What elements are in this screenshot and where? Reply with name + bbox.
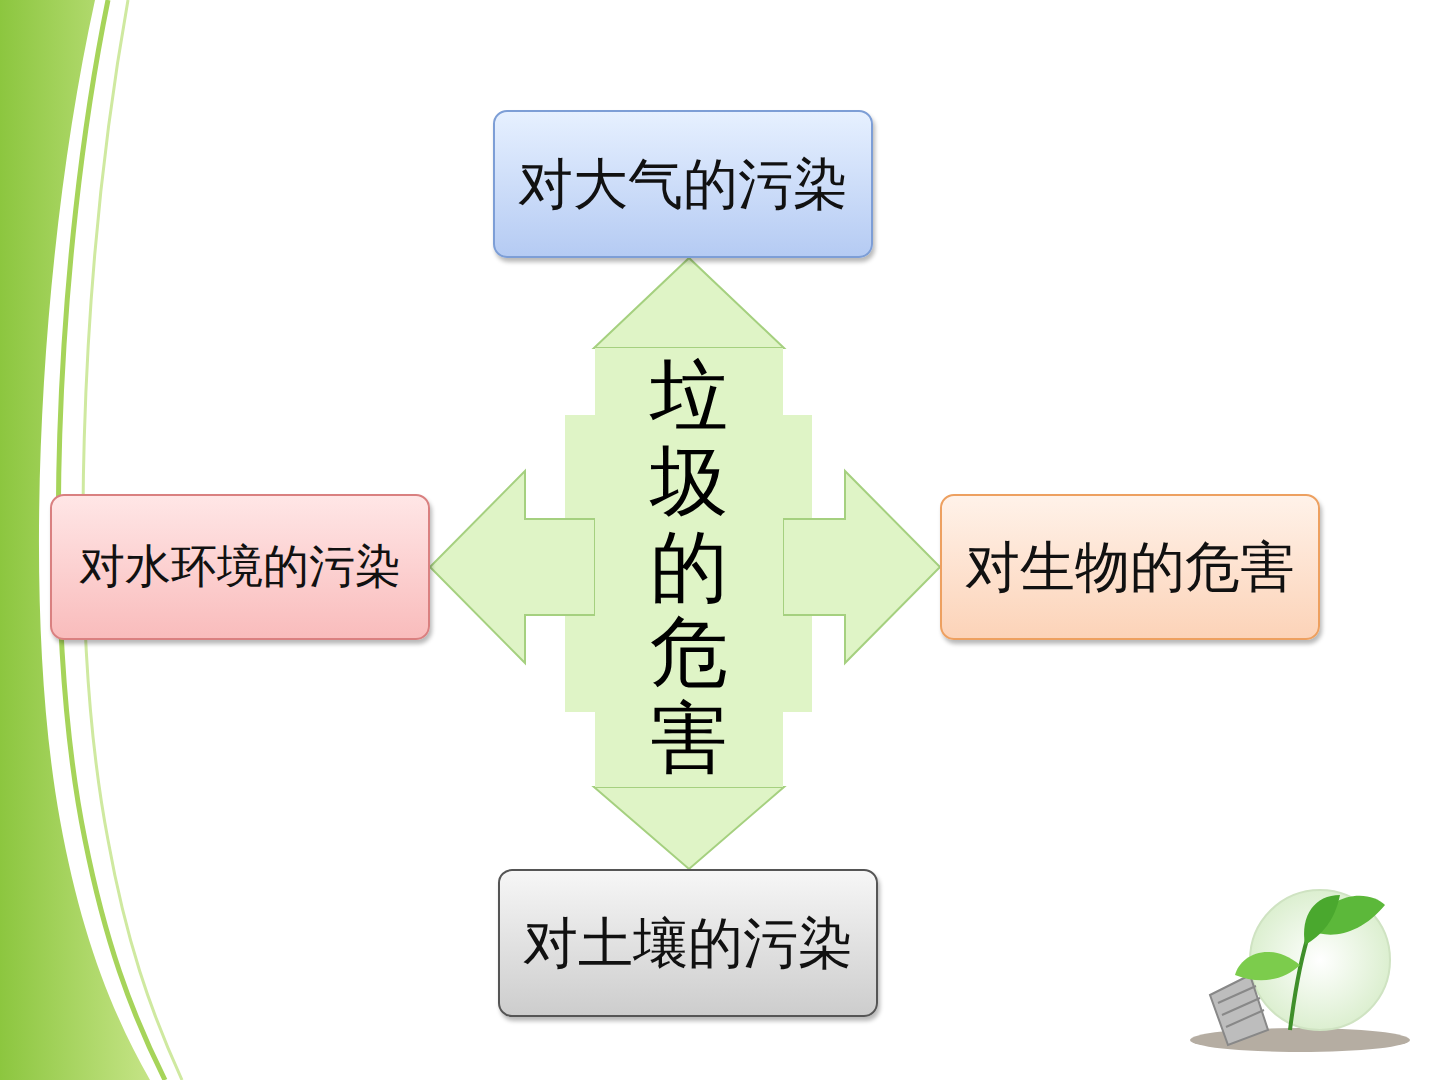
block-arrow (783, 471, 940, 663)
block-arrow (594, 258, 784, 348)
center-arrow-node: 垃圾的危害 (595, 348, 783, 787)
box-label: 对生物的危害 (965, 534, 1295, 600)
block-arrow (594, 787, 784, 869)
effect-box: 对土壤的污染 (498, 869, 878, 1017)
effect-box: 对生物的危害 (940, 494, 1320, 640)
block-arrow (430, 471, 595, 663)
box-label: 对大气的污染 (518, 151, 848, 217)
center-title: 垃圾的危害 (650, 353, 728, 782)
box-label: 对土壤的污染 (523, 910, 853, 976)
effect-box: 对水环境的污染 (50, 494, 430, 640)
box-label: 对水环境的污染 (79, 539, 401, 594)
sprout-bulb (1190, 890, 1410, 1052)
effect-box: 对大气的污染 (493, 110, 873, 258)
